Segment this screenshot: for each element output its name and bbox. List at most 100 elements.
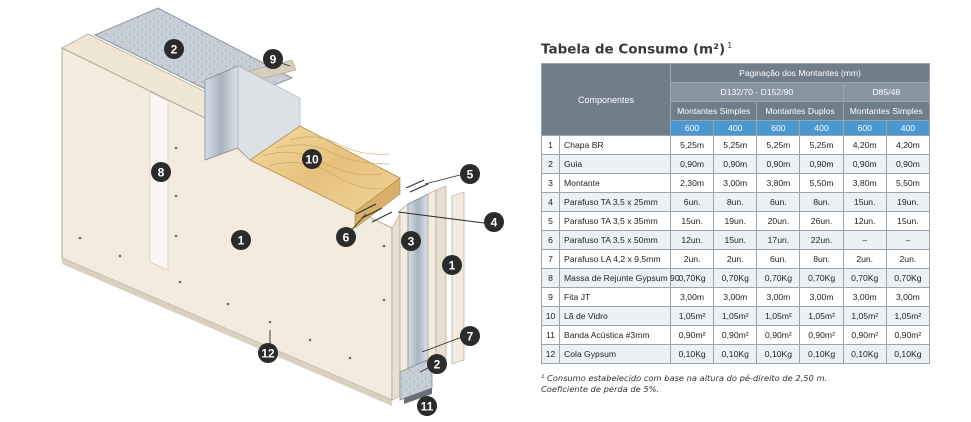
consumption-value: 0,90m² bbox=[885, 325, 931, 345]
row-number: 7 bbox=[541, 249, 560, 269]
consumption-value: 0,10Kg bbox=[713, 344, 758, 364]
svg-text:7: 7 bbox=[467, 330, 474, 344]
consumption-value: 1,05m² bbox=[842, 306, 887, 326]
svg-text:10: 10 bbox=[305, 153, 319, 167]
consumption-value: 5,25m bbox=[670, 135, 715, 155]
svg-text:4: 4 bbox=[491, 216, 498, 230]
component-name: Fita JT bbox=[558, 287, 672, 307]
header-spacing: 400 bbox=[713, 120, 758, 136]
consumption-value: 19un. bbox=[713, 211, 758, 231]
consumption-value: 15un. bbox=[713, 230, 758, 250]
header-spacing: 600 bbox=[842, 120, 887, 136]
consumption-value: 5,25m bbox=[756, 135, 801, 155]
callout-badges: 2 9 8 10 5 4 6 3 1 1 7 2 12 11 bbox=[151, 39, 504, 416]
consumption-value: 0,90m² bbox=[799, 325, 844, 345]
row-number: 8 bbox=[541, 268, 560, 288]
component-name: Lã de Vidro bbox=[558, 306, 672, 326]
side-board-layer-1 bbox=[391, 212, 401, 401]
consumption-value: 0,10Kg bbox=[670, 344, 715, 364]
consumption-value: 0,70Kg bbox=[756, 268, 801, 288]
consumption-value: 12un. bbox=[842, 211, 887, 231]
consumption-value: 1,05m² bbox=[756, 306, 801, 326]
consumption-value: 2un. bbox=[713, 249, 758, 269]
consumption-value: 2,30m bbox=[670, 173, 715, 193]
svg-text:6: 6 bbox=[343, 231, 350, 245]
consumption-value: 15un. bbox=[885, 211, 931, 231]
svg-text:8: 8 bbox=[158, 166, 165, 180]
consumption-value: 3,00m bbox=[842, 287, 887, 307]
consumption-value: 3,00m bbox=[713, 173, 758, 193]
row-number: 4 bbox=[541, 192, 560, 212]
consumption-value: 8un. bbox=[799, 192, 844, 212]
consumption-value: 3,00m bbox=[799, 287, 844, 307]
consumption-value: 6un. bbox=[670, 192, 715, 212]
side-board-layer-4 bbox=[435, 185, 447, 369]
consumption-value: 3,80m bbox=[842, 173, 887, 193]
callout-badge-1-side: 1 bbox=[442, 255, 462, 275]
svg-text:1: 1 bbox=[238, 234, 245, 248]
consumption-value: 0,10Kg bbox=[842, 344, 887, 364]
consumption-value: 19un. bbox=[885, 192, 931, 212]
consumption-value: 0,90m² bbox=[670, 325, 715, 345]
screws bbox=[355, 179, 429, 223]
consumption-value: 0,90m² bbox=[842, 325, 887, 345]
header-spacing: 400 bbox=[799, 120, 844, 136]
table-title: Tabela de Consumo (m²)1 bbox=[541, 41, 732, 58]
consumption-value: 0,90m bbox=[842, 154, 887, 174]
consumption-value: 0,70Kg bbox=[842, 268, 887, 288]
consumption-value: 3,00m bbox=[713, 287, 758, 307]
consumption-value: 0,70Kg bbox=[799, 268, 844, 288]
consumption-value: 0,90m bbox=[670, 154, 715, 174]
callout-badge-2-bottom: 2 bbox=[427, 354, 447, 374]
row-number: 6 bbox=[541, 230, 560, 250]
consumption-value: 3,00m bbox=[670, 287, 715, 307]
consumption-value: 0,90m bbox=[713, 154, 758, 174]
header-spacing: 600 bbox=[756, 120, 801, 136]
metal-stud-center bbox=[204, 65, 239, 161]
consumption-value: 0,90m bbox=[756, 154, 801, 174]
consumption-value: 5,50m bbox=[885, 173, 931, 193]
component-name: Banda Acústica #3mm bbox=[558, 325, 672, 345]
consumption-value: – bbox=[842, 230, 887, 250]
consumption-value: 1,05m² bbox=[799, 306, 844, 326]
svg-text:2: 2 bbox=[171, 43, 178, 57]
consumption-value: 0,90m² bbox=[756, 325, 801, 345]
consumption-value: 4,20m bbox=[842, 135, 887, 155]
consumption-value: 20un. bbox=[756, 211, 801, 231]
header-montantes-duplos: Montantes Duplos bbox=[756, 101, 844, 121]
callout-badge-6: 6 bbox=[336, 227, 356, 247]
consumption-value: 26un. bbox=[799, 211, 844, 231]
consumption-value: 12un. bbox=[670, 230, 715, 250]
header-spacing: 600 bbox=[670, 120, 715, 136]
consumption-value: 5,25m bbox=[799, 135, 844, 155]
svg-text:1: 1 bbox=[449, 259, 456, 273]
footnote-line-1: ¹ Consumo estabelecido com base na altur… bbox=[541, 373, 828, 383]
callout-badge-12: 12 bbox=[258, 343, 278, 363]
svg-text:11: 11 bbox=[421, 400, 434, 414]
row-number: 9 bbox=[541, 287, 560, 307]
consumption-value: 1,05m² bbox=[885, 306, 931, 326]
consumption-value: 3,80m bbox=[756, 173, 801, 193]
board-bottom-edge bbox=[62, 258, 392, 406]
consumption-value: 0,90m bbox=[799, 154, 844, 174]
callout-badge-5: 5 bbox=[460, 164, 480, 184]
consumption-value: 22un. bbox=[799, 230, 844, 250]
consumption-value: 0,10Kg bbox=[799, 344, 844, 364]
callout-badge-3: 3 bbox=[401, 231, 421, 251]
svg-text:12: 12 bbox=[261, 347, 275, 361]
footnote-line-2: Coeficiente de perda de 5%. bbox=[541, 384, 660, 394]
header-montantes-simples-a: Montantes Simples bbox=[670, 101, 758, 121]
svg-text:3: 3 bbox=[408, 235, 415, 249]
row-number: 11 bbox=[541, 325, 560, 345]
consumption-value: 15un. bbox=[842, 192, 887, 212]
component-name: Chapa BR bbox=[558, 135, 672, 155]
consumption-value: 5,25m bbox=[713, 135, 758, 155]
consumption-value: 1,05m² bbox=[670, 306, 715, 326]
callout-badge-4: 4 bbox=[484, 212, 504, 232]
